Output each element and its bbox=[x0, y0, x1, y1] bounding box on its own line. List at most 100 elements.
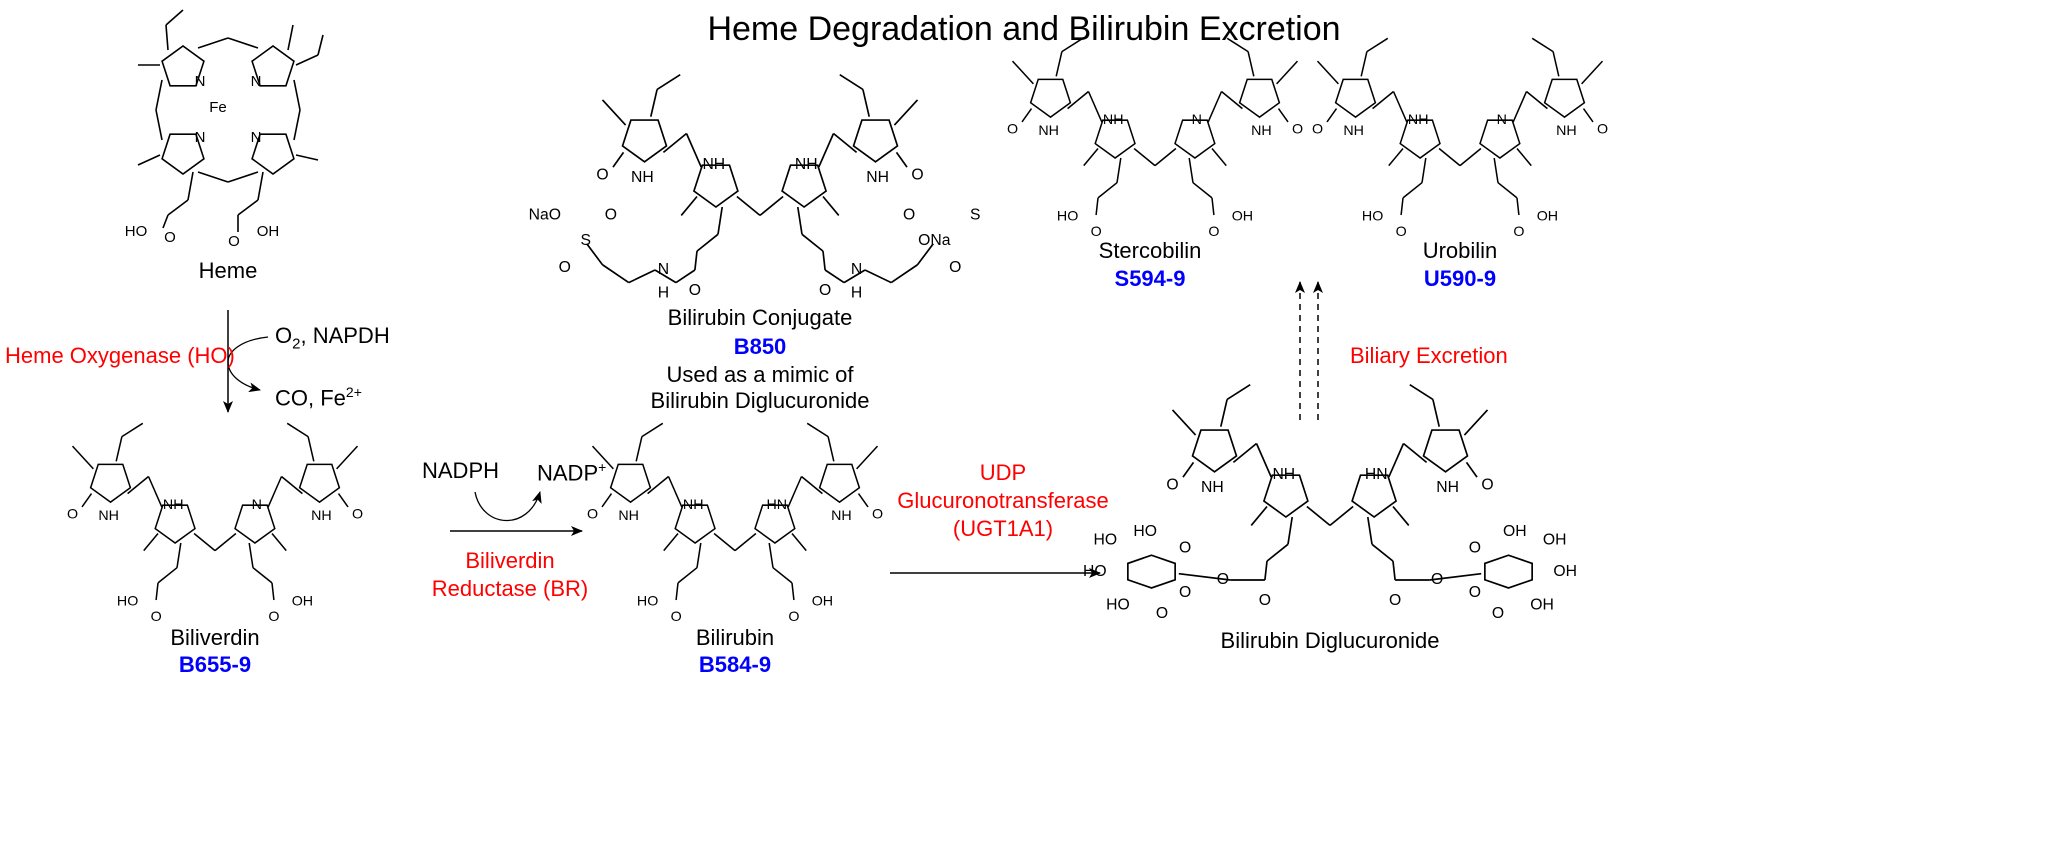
br-enzyme-line2: Reductase (BR) bbox=[431, 576, 589, 601]
bond bbox=[1255, 443, 1272, 478]
heme-oxygenase-label: Heme Oxygenase (HO) bbox=[5, 343, 235, 368]
atom-label: O bbox=[605, 207, 617, 224]
atom-label: O bbox=[1396, 224, 1407, 240]
pyrrole-ring bbox=[818, 463, 861, 504]
bond bbox=[165, 24, 169, 51]
bond bbox=[1188, 157, 1194, 183]
atom-label: NH bbox=[831, 508, 852, 524]
stercobilin-code[interactable]: S594-9 bbox=[1114, 266, 1186, 291]
bond bbox=[667, 476, 683, 508]
atom-label: O bbox=[268, 609, 279, 625]
bond bbox=[147, 476, 163, 508]
bond bbox=[115, 436, 123, 462]
bond bbox=[1097, 182, 1118, 199]
bond bbox=[1182, 461, 1195, 478]
bond bbox=[1392, 91, 1408, 123]
conjugate-label: Bilirubin Conjugate bbox=[667, 305, 853, 330]
atom-label: O bbox=[1166, 477, 1178, 494]
ho-reagent-in-main: O bbox=[275, 323, 293, 348]
bond bbox=[336, 445, 359, 470]
bond bbox=[176, 542, 182, 568]
atom-label: O bbox=[1597, 121, 1608, 137]
bond bbox=[862, 89, 871, 117]
atom-label: O bbox=[1469, 584, 1481, 601]
bond bbox=[1277, 108, 1289, 123]
atom-label: HO bbox=[1083, 563, 1107, 580]
atom-label: O bbox=[587, 506, 598, 522]
atom-label: O bbox=[1312, 121, 1323, 137]
bond bbox=[791, 533, 807, 552]
pyrrole-ring bbox=[1543, 78, 1586, 119]
conjugate-code[interactable]: B850 bbox=[733, 334, 787, 359]
bond bbox=[197, 37, 229, 49]
bond bbox=[337, 493, 349, 508]
atom-label: NH bbox=[1201, 479, 1224, 496]
atom-label: N bbox=[1497, 112, 1507, 128]
pyrrole-ring bbox=[1399, 119, 1441, 159]
bond bbox=[295, 154, 319, 161]
pyrrole-ring bbox=[1334, 78, 1377, 119]
bond bbox=[612, 151, 625, 168]
atom-label: NH bbox=[1103, 112, 1124, 128]
bond bbox=[1055, 51, 1063, 77]
atom-label: N bbox=[195, 129, 206, 146]
bilirubin-code[interactable]: B584-9 bbox=[698, 652, 772, 677]
bond bbox=[856, 445, 879, 470]
bond bbox=[806, 422, 829, 438]
glucuronide-ring bbox=[1484, 554, 1533, 589]
br-reagent-out-main: NADP bbox=[537, 460, 599, 486]
atom-label: OH bbox=[257, 223, 280, 240]
bond bbox=[81, 493, 93, 508]
atom-label: OH bbox=[1530, 596, 1554, 613]
br-cofactor-curve bbox=[474, 491, 542, 522]
pyrrole-ring bbox=[1174, 119, 1216, 159]
bond bbox=[1326, 108, 1338, 123]
ugt-enzyme-line1: UDP bbox=[979, 460, 1027, 485]
atom-label: HO bbox=[1093, 531, 1117, 548]
diglucuronide-label: Bilirubin Diglucuronide bbox=[1220, 628, 1440, 653]
pyrrole-ring bbox=[754, 504, 796, 544]
bond bbox=[1264, 561, 1268, 581]
bond bbox=[1388, 148, 1404, 167]
bond bbox=[271, 533, 287, 552]
bond bbox=[713, 532, 736, 552]
bond bbox=[157, 567, 178, 584]
atom-label: O bbox=[949, 259, 961, 276]
bond bbox=[787, 476, 803, 508]
bond bbox=[1402, 442, 1428, 464]
ho-reagent-out-main: CO, Fe bbox=[275, 385, 346, 411]
atom-label: NH bbox=[618, 508, 639, 524]
bond bbox=[1250, 505, 1268, 526]
bond bbox=[656, 73, 681, 91]
atom-label: O bbox=[671, 609, 682, 625]
atom-label: O bbox=[559, 259, 571, 276]
bond bbox=[1526, 90, 1548, 110]
ugt-enzyme-line3: (UGT1A1) bbox=[952, 516, 1054, 541]
bond bbox=[641, 422, 664, 438]
pyrrole-ring bbox=[852, 119, 899, 163]
atom-label: NH bbox=[795, 156, 818, 173]
pyrrole-ring bbox=[154, 504, 196, 544]
bond bbox=[167, 199, 189, 216]
bond bbox=[796, 206, 803, 235]
biliverdin-code[interactable]: B655-9 bbox=[178, 652, 252, 677]
bond bbox=[1083, 148, 1099, 167]
atom-label: OH bbox=[1537, 209, 1558, 225]
urobilin-code[interactable]: U590-9 bbox=[1423, 266, 1497, 291]
bond bbox=[824, 269, 845, 284]
bond bbox=[1493, 157, 1499, 183]
bond bbox=[1011, 60, 1034, 85]
bond bbox=[734, 532, 757, 552]
atom-label: O bbox=[689, 282, 701, 299]
atom-label: O bbox=[1431, 571, 1443, 588]
bond bbox=[890, 264, 918, 284]
ugt-enzyme-line2: Glucuronotransferase bbox=[897, 488, 1109, 513]
bond bbox=[685, 133, 702, 168]
bond bbox=[1306, 505, 1331, 527]
pyrrole-ring bbox=[1094, 119, 1136, 159]
bond bbox=[801, 475, 823, 495]
atom-label: O bbox=[164, 229, 176, 246]
heme-label: Heme bbox=[198, 258, 258, 283]
atom-label: O bbox=[1091, 224, 1102, 240]
ho-reagent-in-sub: 2 bbox=[292, 335, 301, 353]
